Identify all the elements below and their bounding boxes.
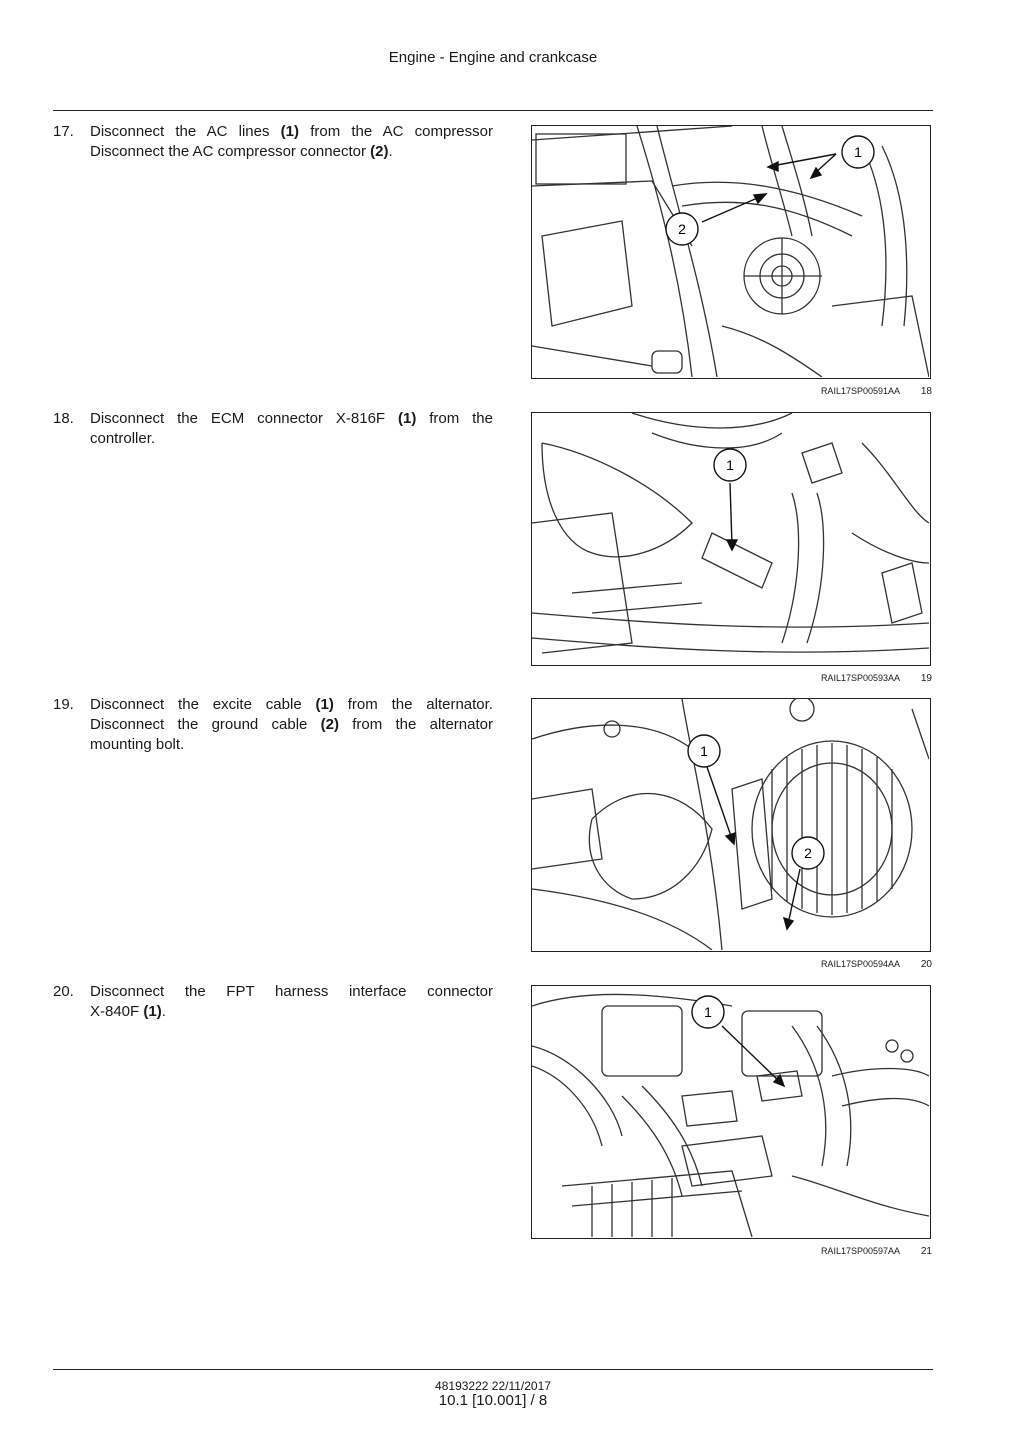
figure-number: 19 — [920, 673, 932, 684]
svg-text:1: 1 — [700, 743, 708, 759]
step-17: 17. Disconnect the AC lines (1) from the… — [53, 122, 493, 162]
page-header: Engine - Engine and crankcase — [388, 49, 598, 66]
footer-rule — [53, 1369, 933, 1370]
figure-20-callout-2: 2 — [791, 836, 825, 870]
step-text-line: Disconnect the excite cable (1) from the… — [90, 695, 493, 715]
step-20: 20. Disconnect the FPT harness interface… — [53, 982, 493, 1022]
step-number: 19. — [53, 696, 74, 713]
text-run: from the alternator. — [333, 696, 493, 713]
step-text-line: Disconnect the AC lines (1) from the AC … — [90, 122, 493, 142]
figure-21-drawing: 1 — [532, 993, 929, 1237]
callout-reference: (2) — [320, 716, 339, 733]
step-text: Disconnect the ECM connector X-816F (1) … — [90, 409, 493, 449]
figure-code: RAIL17SP00597AA — [820, 1246, 900, 1256]
text-run: mounting bolt. — [90, 736, 185, 753]
text-run: Disconnect the FPT harness interface con… — [90, 983, 493, 1000]
figure-19: 1 — [531, 412, 931, 666]
header-rule — [53, 110, 933, 111]
figure-19-caption: RAIL17SP00593AA 19 — [700, 673, 932, 684]
step-number: 20. — [53, 983, 74, 1000]
callout-reference: (1) — [280, 123, 300, 140]
step-text-line: Disconnect the AC compressor connector (… — [90, 142, 493, 162]
figure-18-callout-2: 2 — [665, 212, 699, 246]
callout-reference: (1) — [397, 410, 417, 427]
text-run: Disconnect the AC lines — [90, 123, 281, 140]
step-text-line: mounting bolt. — [90, 735, 493, 755]
step-text-line: X-840F (1). — [90, 1002, 493, 1022]
step-text-line: Disconnect the ECM connector X-816F (1) … — [90, 409, 493, 429]
figure-20-drawing: 1 2 — [532, 699, 929, 950]
step-text-line: controller. — [90, 429, 493, 449]
figure-code: RAIL17SP00593AA — [820, 673, 900, 683]
figure-19-callout-1: 1 — [713, 448, 747, 482]
figure-21-callout-1: 1 — [691, 995, 725, 1029]
text-run: Disconnect the ground cable — [90, 716, 321, 733]
text-run: controller. — [90, 430, 156, 447]
figure-code: RAIL17SP00591AA — [820, 386, 900, 396]
step-text: Disconnect the excite cable (1) from the… — [90, 695, 493, 755]
step-text: Disconnect the AC lines (1) from the AC … — [90, 122, 493, 162]
step-19: 19. Disconnect the excite cable (1) from… — [53, 695, 493, 755]
text-run: . — [388, 143, 393, 160]
callout-reference: (1) — [315, 696, 334, 713]
figure-19-drawing: 1 — [532, 413, 929, 654]
callout-reference: (1) — [143, 1003, 162, 1020]
step-text-line: Disconnect the ground cable (2) from the… — [90, 715, 493, 735]
figure-number: 20 — [920, 959, 932, 970]
callout-reference: (2) — [370, 143, 389, 160]
text-run: from the alternator — [339, 716, 493, 733]
text-run: X-840F — [90, 1003, 144, 1020]
text-run: Disconnect the AC compressor connector — [90, 143, 371, 160]
svg-text:1: 1 — [726, 457, 734, 473]
figure-code: RAIL17SP00594AA — [820, 959, 900, 969]
svg-text:2: 2 — [678, 221, 686, 237]
figure-number: 18 — [920, 386, 932, 397]
step-text: Disconnect the FPT harness interface con… — [90, 982, 493, 1022]
figure-18-drawing: 1 2 — [532, 126, 929, 377]
figure-21: 1 — [531, 985, 931, 1239]
figure-21-caption: RAIL17SP00597AA 21 — [700, 1246, 932, 1257]
text-run: . — [161, 1003, 166, 1020]
footer-page-reference: 10.1 [10.001] / 8 — [438, 1392, 548, 1409]
figure-18: 1 2 — [531, 125, 931, 379]
svg-text:2: 2 — [804, 845, 812, 861]
svg-text:1: 1 — [704, 1004, 712, 1020]
text-run: Disconnect the ECM connector X-816F — [90, 410, 398, 427]
step-18: 18. Disconnect the ECM connector X-816F … — [53, 409, 493, 449]
figure-20: 1 2 — [531, 698, 931, 952]
text-run: from the — [416, 410, 493, 427]
figure-20-callout-1: 1 — [687, 734, 721, 768]
text-run: Disconnect the excite cable — [90, 696, 316, 713]
figure-18-caption: RAIL17SP00591AA 18 — [700, 386, 932, 397]
figure-number: 21 — [920, 1246, 932, 1257]
figure-18-callout-1: 1 — [841, 135, 875, 169]
text-run: from the AC compressor — [299, 123, 493, 140]
step-text-line: Disconnect the FPT harness interface con… — [90, 982, 493, 1002]
figure-20-caption: RAIL17SP00594AA 20 — [700, 959, 932, 970]
svg-text:1: 1 — [854, 144, 862, 160]
step-number: 17. — [53, 123, 74, 140]
step-number: 18. — [53, 410, 74, 427]
footer-doc-reference: 48193222 22/11/2017 — [435, 1379, 551, 1393]
